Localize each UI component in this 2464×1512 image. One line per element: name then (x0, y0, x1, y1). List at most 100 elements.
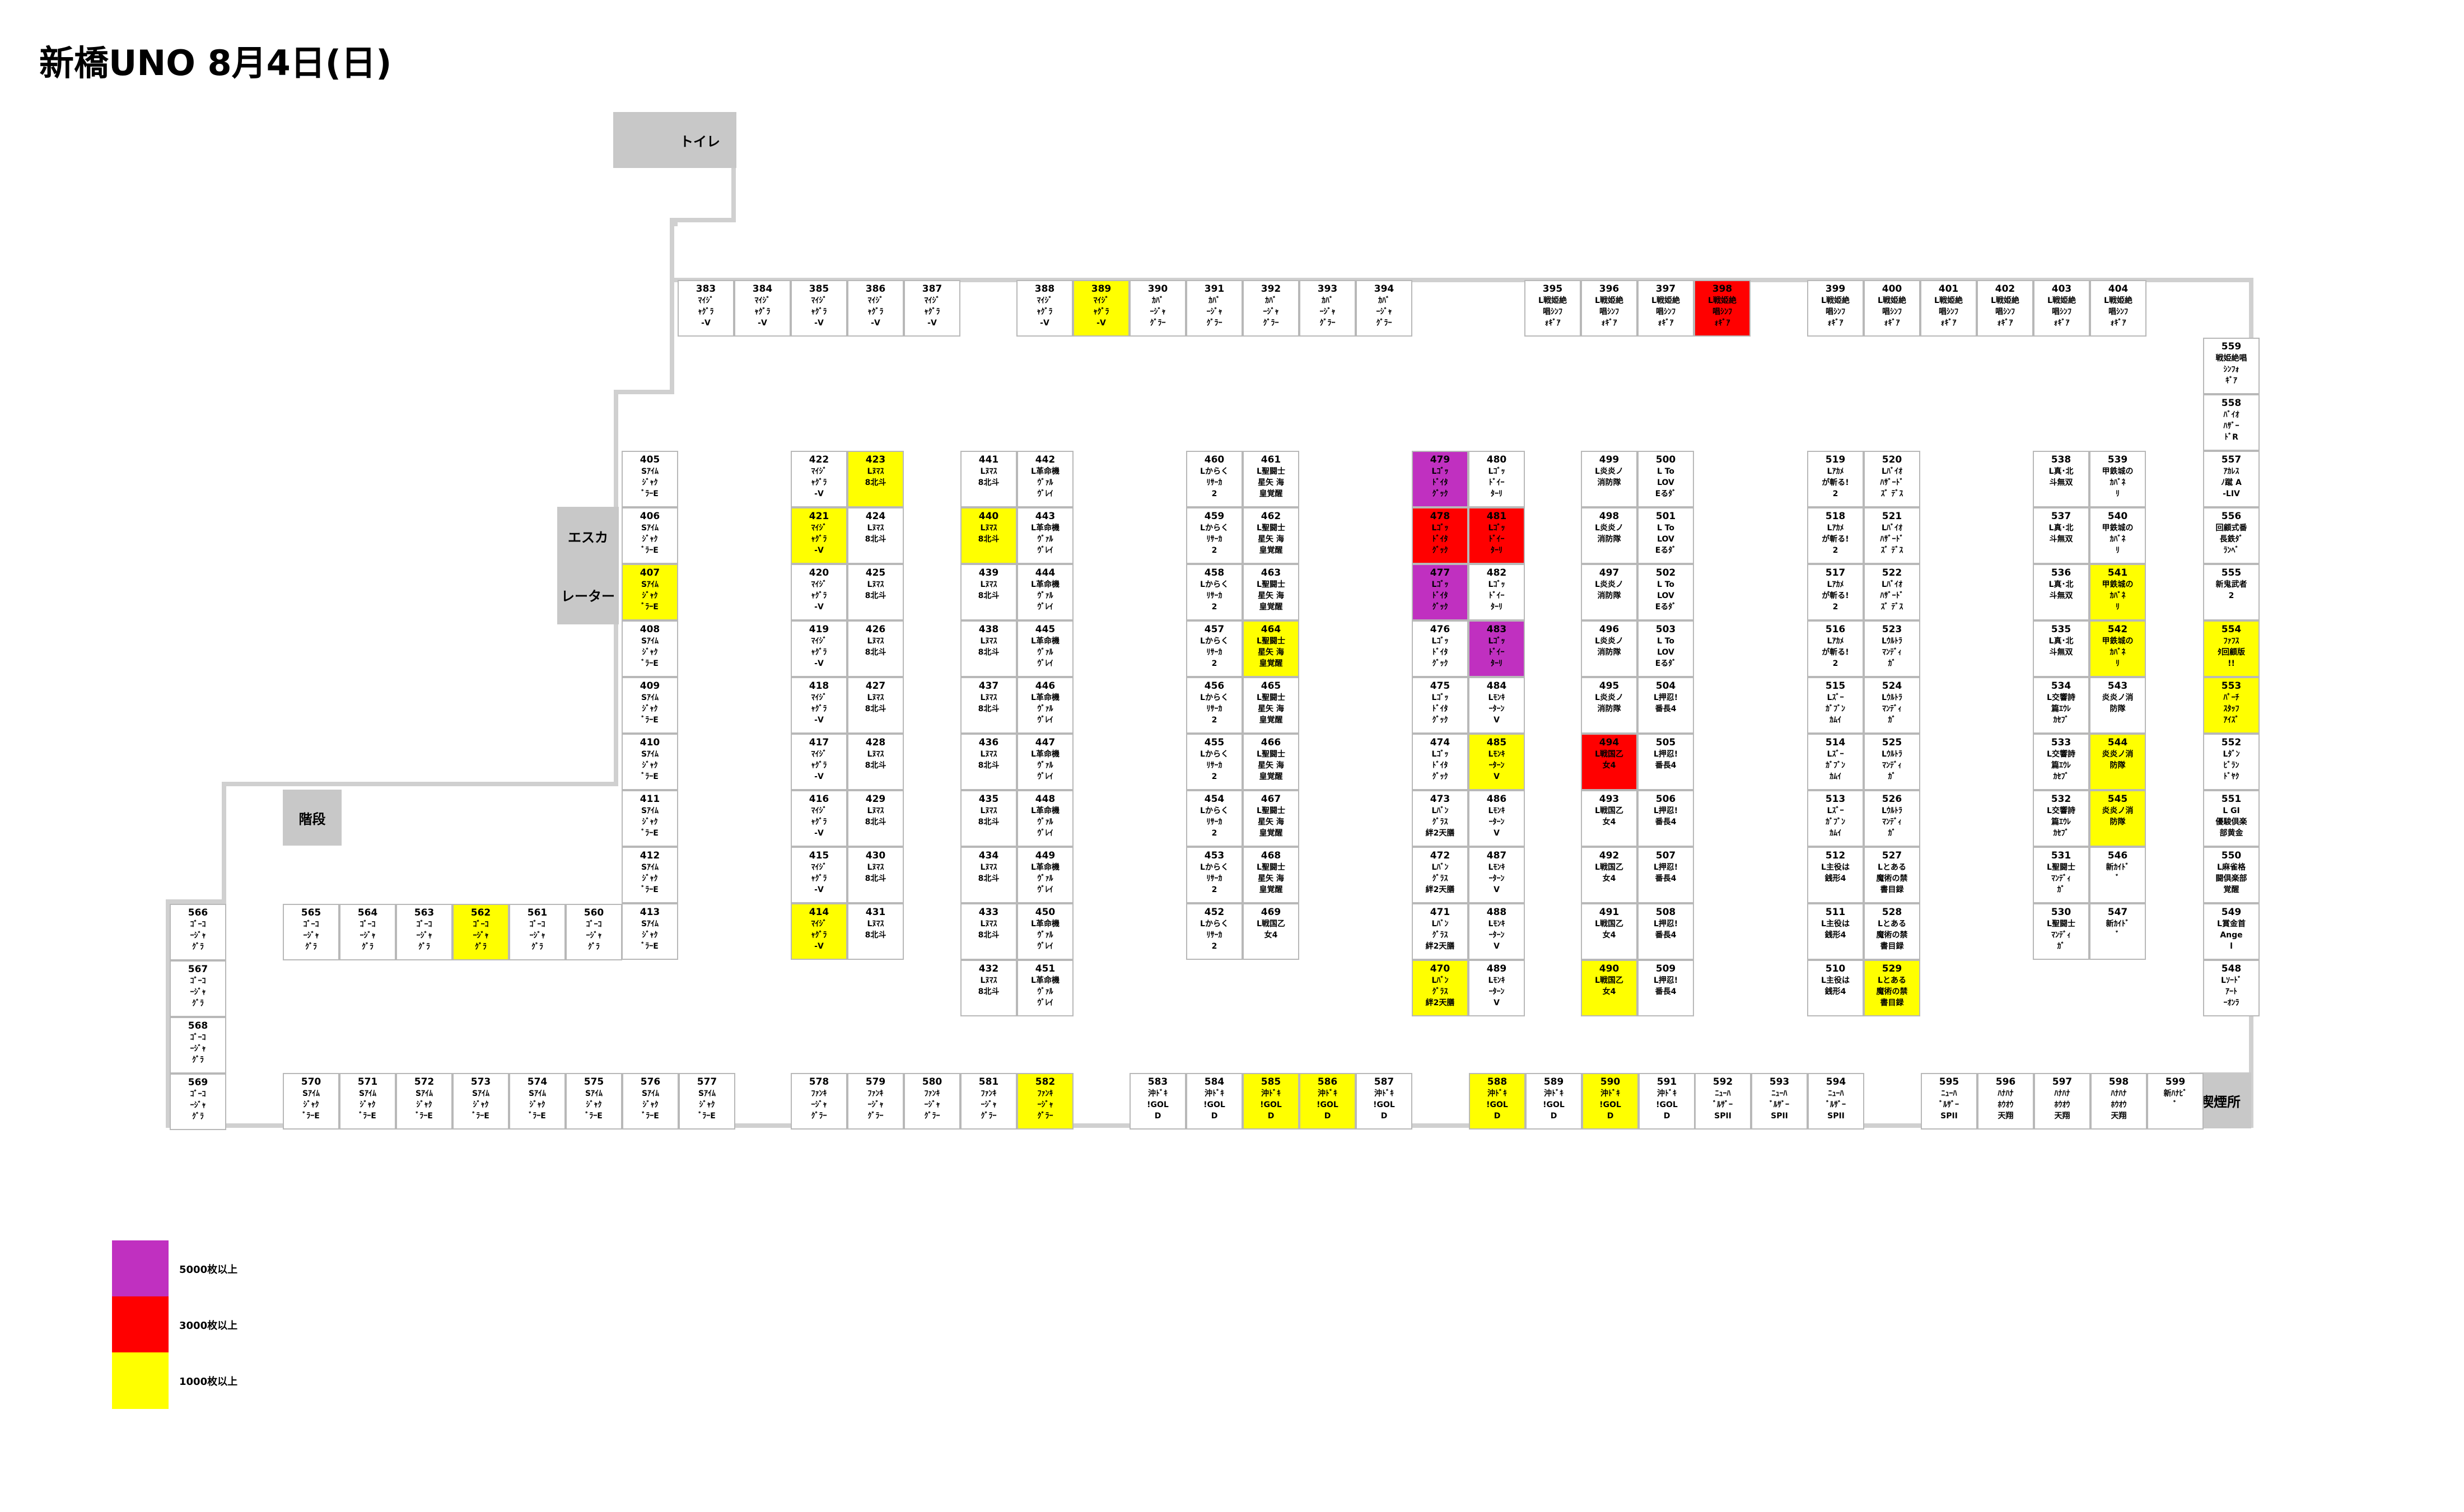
booth-machine-label: Lﾇﾏｽ 8北斗 (865, 920, 886, 940)
booth-machine-label: Lからく ﾘｻｰｶ 2 (1200, 524, 1229, 555)
booth-number: 485 (1486, 737, 1507, 748)
stairs-area: 階段 (283, 790, 342, 846)
booth-number: 542 (2107, 624, 2128, 635)
booth-number: 400 (1882, 283, 1902, 295)
booth-machine-label: Lﾊﾞｲｵ ﾊｻﾞｰﾄﾞ ｽﾞ ﾃﾞｽ (1880, 580, 1904, 612)
booth-number: 411 (640, 794, 660, 805)
booth-number: 438 (978, 624, 999, 635)
booth-machine-label: ﾏｲｼﾞ ｬｸﾞﾗ -V (811, 296, 827, 328)
escalator-area: エスカ レーター (557, 507, 619, 624)
booth-machine-label: Lﾇﾏｽ 8北斗 (978, 806, 1000, 827)
booth-machine-label: L戦国乙 女4 (1595, 806, 1623, 827)
legend-item-5000: 5000枚以上 (112, 1240, 448, 1297)
booth-number: 581 (978, 1076, 999, 1088)
booth-number: 488 (1486, 907, 1507, 918)
booth-machine-label: Sｱｲﾑ ｼﾞｬｸ ﾞﾗｰE (698, 1089, 716, 1121)
booth-number: 512 (1825, 850, 1846, 861)
booth-machine-label: ｶﾊﾞ ｰｼﾞｬ ｸﾞﾗｰ (1206, 296, 1222, 328)
booth-number: 499 (1599, 454, 1620, 465)
booth-machine-label: ﾏｲｼﾞ ｬｸﾞﾗ -V (811, 863, 827, 894)
booth-number: 483 (1486, 624, 1507, 635)
booth-machine-label: Lｳﾙﾄﾗ ﾏﾝﾃﾞｨ ｶﾞ (1882, 750, 1902, 781)
booth-machine-label: Lｺﾞｯ ﾄﾞｲｰ ﾀｰﾘ (1488, 637, 1505, 668)
booth-number: 519 (1825, 454, 1846, 465)
booth-machine-label: ﾏｲｼﾞ ｬｸﾞﾗ -V (698, 296, 714, 328)
booth-machine-label: ｶﾊﾞ ｰｼﾞｬ ｸﾞﾗｰ (1263, 296, 1279, 328)
booth-number: 431 (865, 907, 886, 918)
booth-machine-label: Lｺﾞｯ ﾄﾞｲｰ ﾀｰﾘ (1488, 467, 1505, 498)
booth-number: 546 (2107, 850, 2128, 861)
booth-machine-label: Sｱｲﾑ ｼﾞｬｸ ﾞﾗｰE (641, 467, 659, 498)
booth-number: 551 (2221, 794, 2242, 805)
booth-machine-label: Lﾇﾏｽ 8北斗 (865, 806, 886, 827)
booth-number: 433 (978, 907, 999, 918)
booth-machine-label: ﾊﾅﾊﾅ ﾎｳｵｳ 天翔 (2111, 1089, 2127, 1121)
booth-machine-label: Lﾓﾝｷ ｰﾀｰﾝ V (1488, 920, 1505, 951)
booth-machine-label: L GI 優駿倶楽 部黄金 (2215, 806, 2247, 838)
booth-machine-label: L聖闘士 星矢 海 皇覚醒 (1257, 467, 1285, 498)
booth-number: 516 (1825, 624, 1846, 635)
booth-machine-label: L交響詩 篇ｴｳﾚ ｶｾﾌﾞ (2047, 750, 2075, 781)
booth-number: 508 (1655, 907, 1676, 918)
booth-machine-label: 回顧式番 長鉄ﾀﾞ ﾗﾝﾍﾞ (2215, 524, 2247, 555)
booth-number: 423 (865, 454, 886, 465)
booth-machine-label: Sｱｲﾑ ｼﾞｬｸ ﾞﾗｰE (641, 524, 659, 555)
booth-number: 420 (809, 567, 829, 578)
booth-machine-label: Lﾇﾏｽ 8北斗 (865, 637, 886, 657)
booth-machine-label: 沖ﾄﾞｷ !GOL D (1373, 1089, 1395, 1121)
booth-machine-label: Lﾇﾏｽ 8北斗 (978, 863, 1000, 883)
booth-number: 504 (1655, 680, 1676, 692)
booth-machine-label: Lﾊﾞﾝ ｸﾞﾗｽ 絆2天膳 (1425, 863, 1455, 894)
booth-number: 383 (696, 283, 716, 295)
booth-machine-label: ｺﾞｰｺ ｰｼﾞｬ ｸﾞﾗ (529, 920, 545, 951)
booth-machine-label: ｺﾞｰｺ ｰｼﾞｬ ｸﾞﾗ (473, 920, 489, 951)
booth-machine-label: 炎炎ノ消 防隊 (2102, 750, 2134, 770)
booth-number: 510 (1825, 963, 1846, 974)
booth-number: 412 (640, 850, 660, 861)
booth-machine-label: L戦姫絶 唱ｼﾝﾌ ｫｷﾞｱ (2104, 296, 2132, 328)
legend-swatch-yellow (112, 1352, 169, 1409)
booth-number: 563 (414, 907, 435, 918)
booth-machine-label: L戦姫絶 唱ｼﾝﾌ ｫｷﾞｱ (1991, 296, 2019, 328)
booth-number: 501 (1655, 511, 1676, 522)
booth-machine-label: ﾏｲｼﾞ ｬｸﾞﾗ -V (867, 296, 884, 328)
booth-number: 432 (978, 963, 999, 974)
booth-number: 457 (1204, 624, 1225, 635)
booth-number: 598 (2108, 1076, 2129, 1088)
booth-number: 568 (188, 1020, 208, 1032)
booth-number: 576 (640, 1076, 661, 1088)
booth-machine-label: L真･北 斗無双 (2048, 580, 2074, 600)
booth-number: 447 (1035, 737, 1056, 748)
booth-number: 561 (527, 907, 548, 918)
